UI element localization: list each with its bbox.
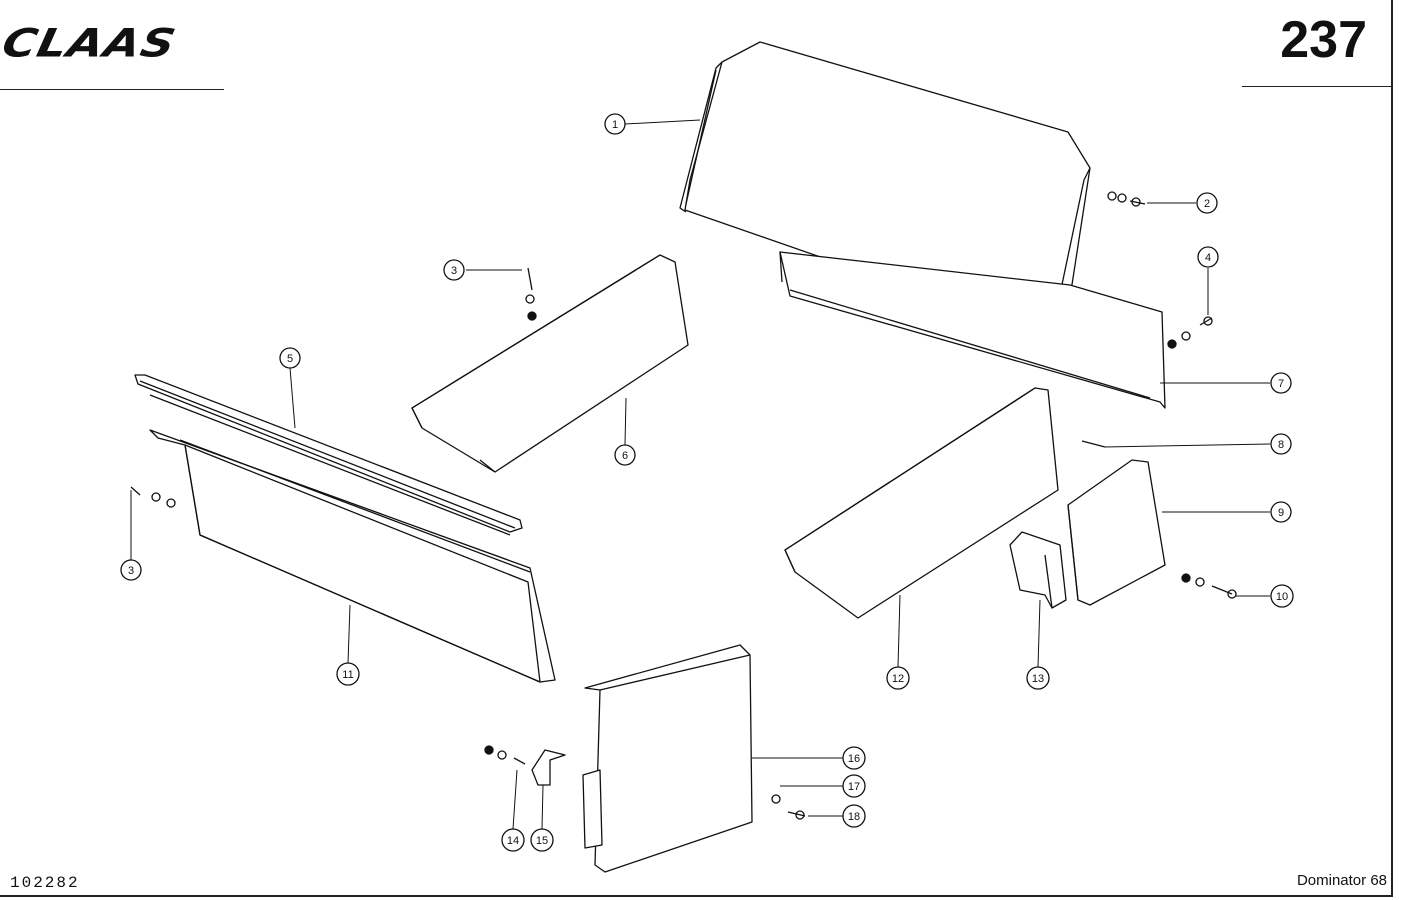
part-16-bottom-panel — [582, 644, 753, 873]
svg-text:18: 18 — [848, 811, 860, 823]
part-12-side-plate — [784, 387, 1059, 619]
callout-14: 14 — [501, 828, 525, 852]
document-code: 102282 — [10, 874, 80, 892]
svg-text:7: 7 — [1278, 378, 1284, 390]
svg-text:5: 5 — [287, 353, 293, 365]
svg-text:9: 9 — [1278, 507, 1284, 519]
page-number: 237 — [1280, 11, 1367, 69]
part-9-box-cover — [1067, 459, 1166, 606]
callout-6: 6 — [614, 444, 636, 466]
svg-text:14: 14 — [507, 835, 519, 847]
callout-bubbles: 1 2 3 4 5 6 7 8 9 10 11 12 13 14 15 16 1… — [120, 113, 1294, 852]
svg-text:16: 16 — [848, 753, 860, 765]
callout-4: 4 — [1197, 246, 1219, 268]
part-7-strip — [779, 251, 1166, 409]
svg-text:17: 17 — [848, 781, 860, 793]
callout-3-top: 3 — [443, 259, 465, 281]
svg-text:12: 12 — [892, 673, 904, 685]
callout-1: 1 — [604, 113, 626, 135]
leader-lines — [130, 119, 1271, 830]
hardware-bolts — [130, 191, 1237, 820]
callout-13: 13 — [1026, 666, 1050, 690]
callout-3-left: 3 — [120, 559, 142, 581]
svg-text:15: 15 — [536, 835, 548, 847]
callout-12: 12 — [886, 666, 910, 690]
callout-17: 17 — [842, 774, 866, 798]
svg-text:10: 10 — [1276, 591, 1288, 603]
brand-rule — [0, 89, 224, 90]
part-5-rail — [134, 374, 523, 536]
svg-text:1: 1 — [612, 119, 618, 131]
svg-text:2: 2 — [1204, 198, 1210, 210]
callout-2: 2 — [1196, 192, 1218, 214]
part-13-bracket — [1009, 531, 1067, 609]
part-11-frame — [149, 429, 556, 683]
callout-15: 15 — [530, 828, 554, 852]
svg-text:11: 11 — [342, 669, 353, 681]
model-name: Dominator 68 — [1296, 872, 1387, 889]
callout-5: 5 — [279, 347, 301, 369]
svg-text:3: 3 — [128, 565, 134, 577]
callout-7: 7 — [1270, 372, 1292, 394]
callout-8: 8 — [1270, 433, 1292, 455]
page-number-rule — [1242, 86, 1392, 87]
svg-text:4: 4 — [1205, 252, 1211, 264]
callout-11: 11 — [336, 662, 360, 686]
callout-18: 18 — [842, 804, 866, 828]
svg-text:3: 3 — [451, 265, 457, 277]
svg-text:13: 13 — [1032, 673, 1044, 685]
callout-16: 16 — [842, 746, 866, 770]
callout-10: 10 — [1270, 584, 1294, 608]
callout-9: 9 — [1270, 501, 1292, 523]
svg-text:8: 8 — [1278, 439, 1284, 451]
part-6-side-plate — [411, 254, 689, 473]
svg-text:6: 6 — [622, 450, 628, 462]
